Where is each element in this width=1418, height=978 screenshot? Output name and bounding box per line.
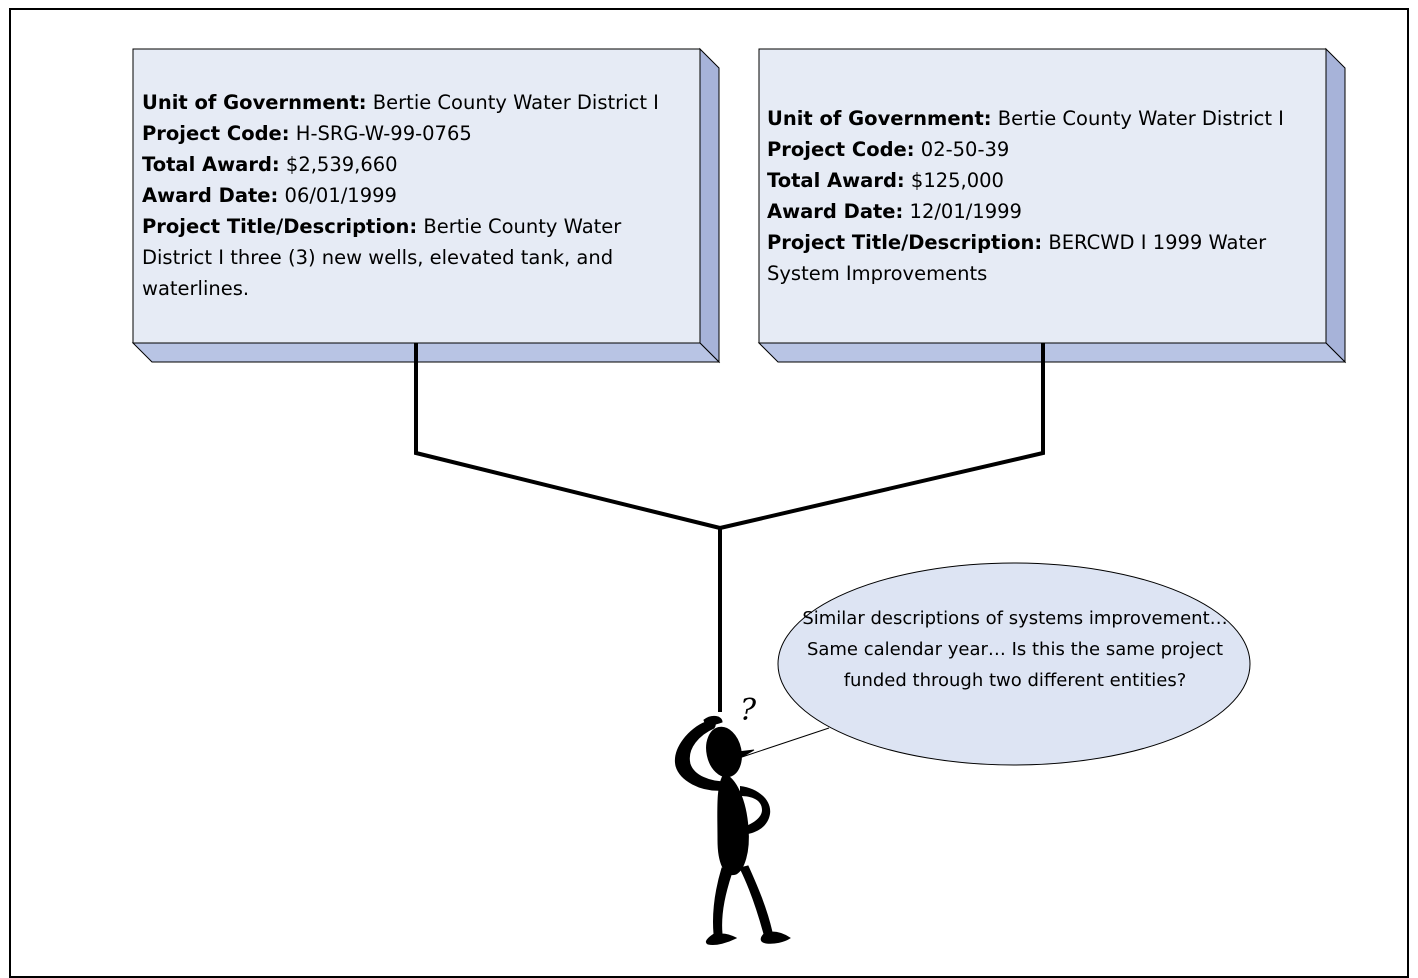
card-right-bottom — [757, 342, 1347, 363]
field-unit-of-government: Unit of Government: Bertie County Water … — [142, 91, 659, 114]
card-left-text: Unit of Government: Bertie County Water … — [142, 87, 692, 304]
connector-right — [719, 343, 1045, 530]
speech-bubble-pointer — [741, 727, 830, 758]
figure-torso — [717, 773, 749, 876]
card-right-text: Unit of Government: Bertie County Water … — [767, 103, 1317, 289]
field-award-date: Award Date: 06/01/1999 — [142, 184, 397, 207]
figure-right-leg — [739, 865, 791, 944]
card-left-face — [132, 48, 701, 344]
card-left-bottom — [131, 342, 721, 363]
field-unit-of-government: Unit of Government: Bertie County Water … — [767, 107, 1284, 130]
card-right-side — [1325, 47, 1346, 364]
field-award-date: Award Date: 12/01/1999 — [767, 200, 1022, 223]
connector-left — [414, 343, 721, 530]
field-total-award: Total Award: $2,539,660 — [142, 153, 398, 176]
speech-bubble-text: Similar descriptions of systems improvem… — [802, 608, 1228, 691]
thinking-figure — [674, 715, 791, 945]
card-left-box — [131, 47, 721, 364]
field-project-code: Project Code: 02-50-39 — [767, 138, 1010, 161]
question-mark-icon: ? — [740, 693, 757, 728]
connector-lines — [414, 343, 1045, 712]
field-project-title: Project Title/Description: BERCWD I 1999… — [767, 231, 1267, 285]
card-left-side — [699, 47, 720, 364]
field-total-award: Total Award: $125,000 — [767, 169, 1004, 192]
speech-bubble — [777, 562, 1251, 766]
field-project-code: Project Code: H-SRG-W-99-0765 — [142, 122, 472, 145]
figure-left-leg — [705, 867, 738, 945]
card-right-box — [757, 47, 1347, 364]
figure-hip-arm — [740, 786, 771, 834]
figure-hand — [703, 715, 723, 727]
field-project-title: Project Title/Description: Bertie County… — [142, 215, 622, 300]
figure-nose — [737, 749, 755, 759]
card-right-face — [758, 48, 1327, 344]
